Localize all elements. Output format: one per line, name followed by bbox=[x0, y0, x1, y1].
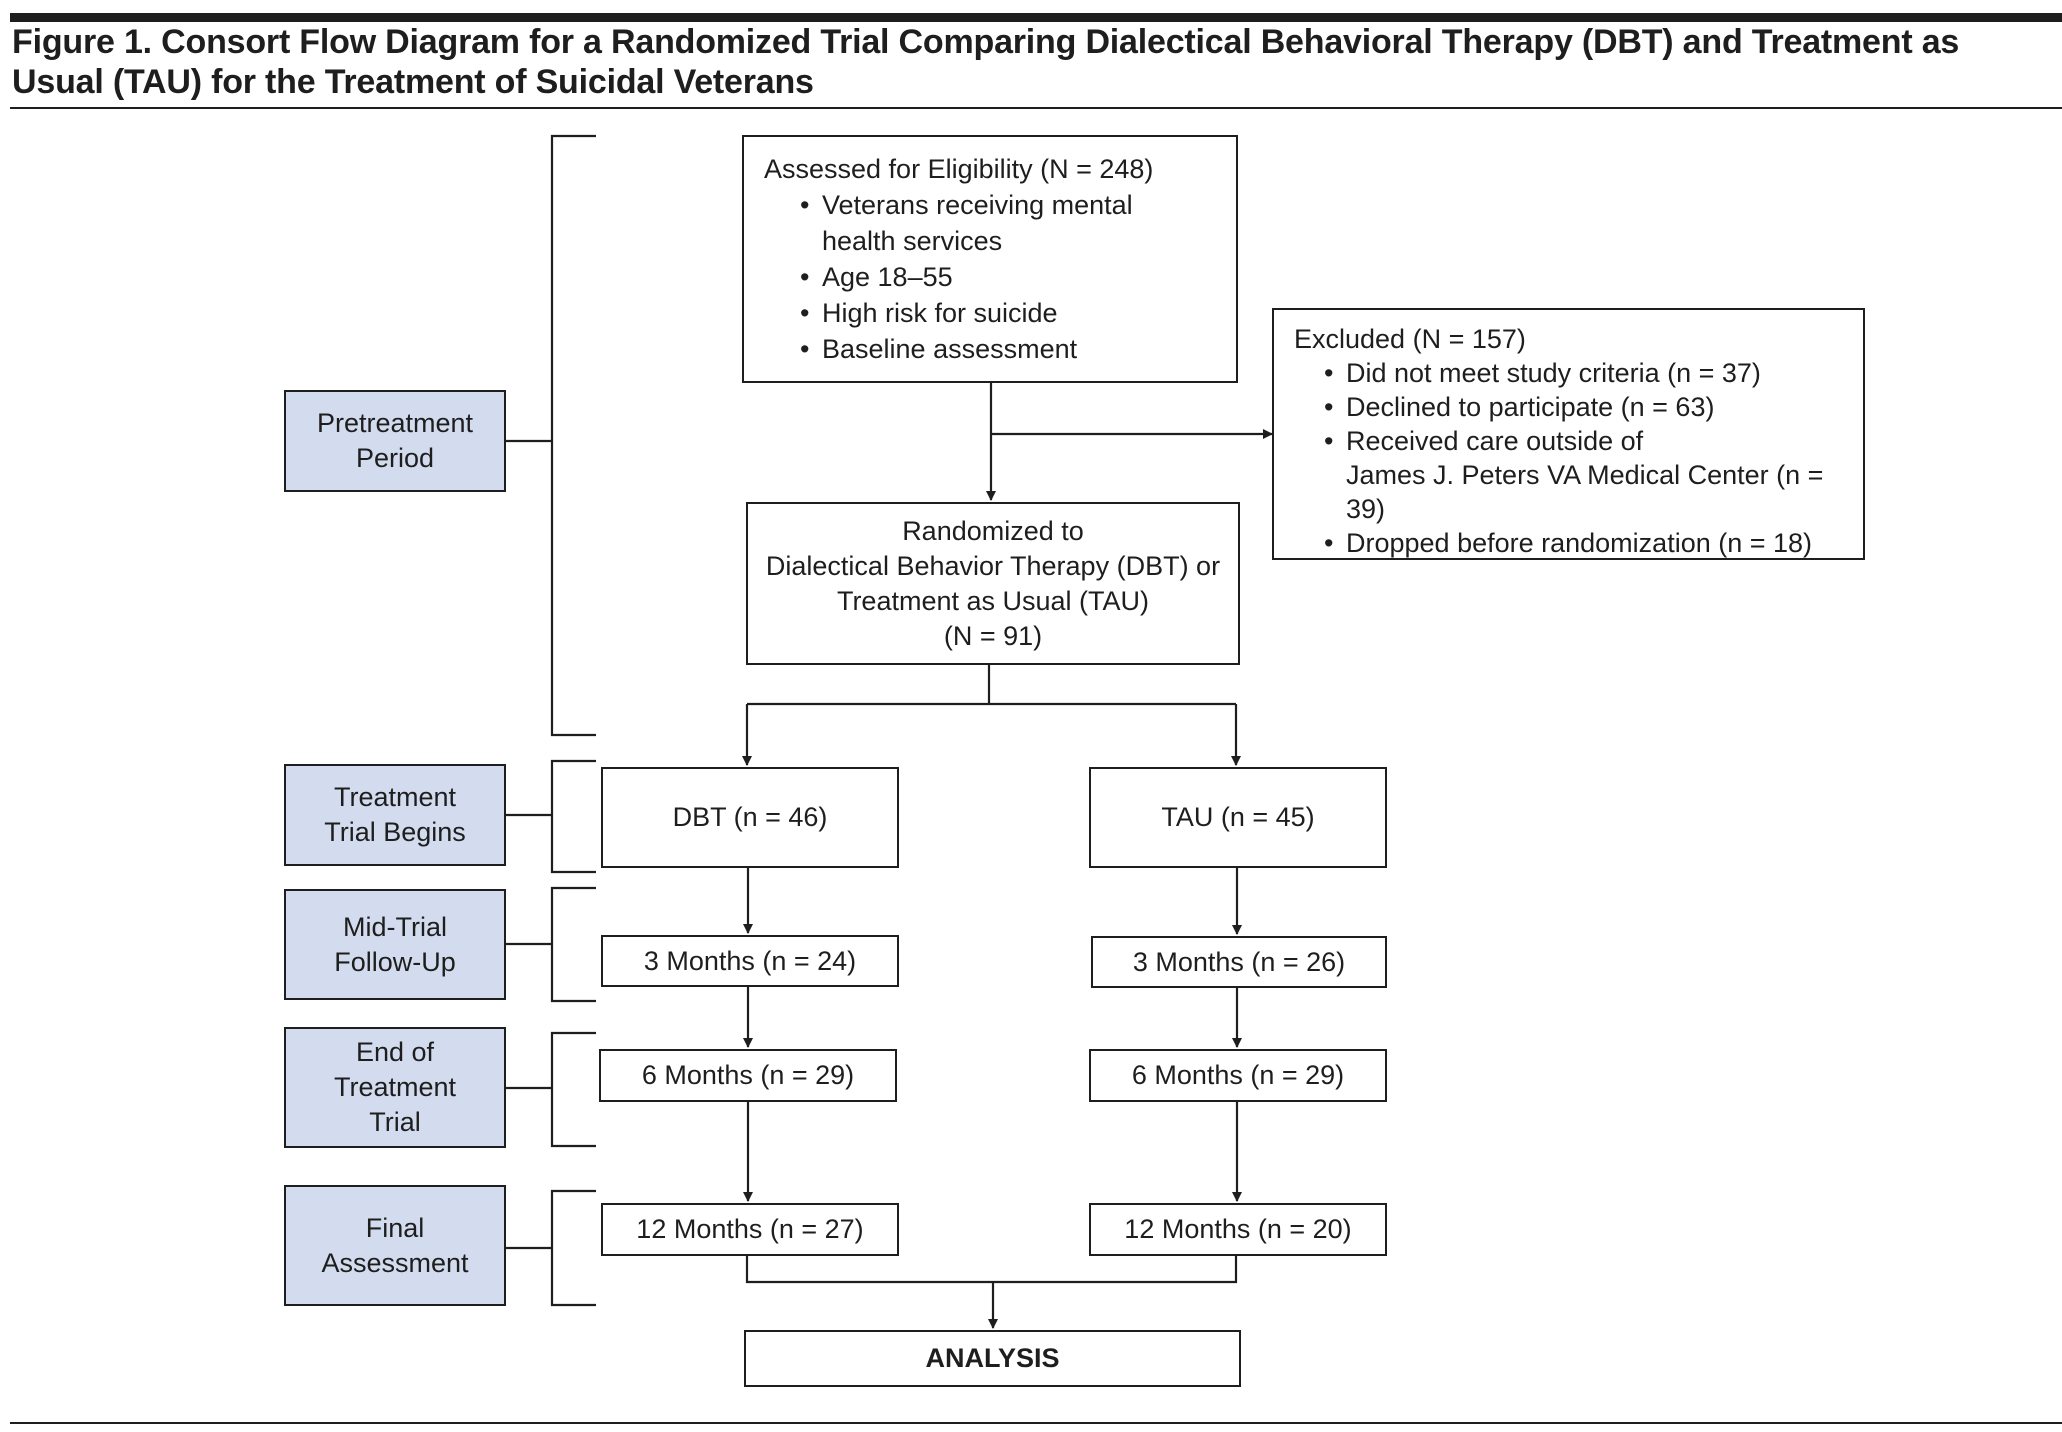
excluded-item-line: Received care outside of bbox=[1346, 426, 1644, 456]
eligibility-item-line: Veterans receiving mental bbox=[822, 190, 1133, 220]
stage-final-line: Final bbox=[365, 1212, 425, 1243]
excluded-item-line: James J. Peters VA Medical Center (n = 3… bbox=[1346, 460, 1824, 524]
randomized-line: Randomized to bbox=[902, 515, 1084, 546]
stage-trial-begins-line: Trial Begins bbox=[324, 817, 466, 847]
line-merge bbox=[745, 1256, 1238, 1284]
dbt-3-month-box: 3 Months (n = 24) bbox=[601, 935, 899, 987]
tau-6-month-box: 6 Months (n = 29) bbox=[1089, 1049, 1387, 1102]
excluded-item-line: Dropped before randomization (n = 18) bbox=[1346, 528, 1813, 558]
stage-mid-trial: Mid-Trial Follow-Up bbox=[284, 889, 506, 1000]
stage-trial-begins: Treatment Trial Begins bbox=[284, 764, 506, 866]
bracket-pretreatment bbox=[550, 134, 596, 737]
eligibility-heading: Assessed for Eligibility (N = 248) bbox=[764, 154, 1154, 184]
eligibility-item: High risk for suicide bbox=[800, 295, 1236, 331]
eligibility-item-line: Age 18–55 bbox=[822, 262, 953, 292]
bracket-final bbox=[550, 1189, 596, 1307]
title-rule bbox=[10, 107, 2062, 109]
tau-3-month-box: 3 Months (n = 26) bbox=[1091, 936, 1387, 988]
dbt-start-box: DBT (n = 46) bbox=[601, 767, 899, 868]
stage-mid-trial-line: Follow-Up bbox=[334, 946, 456, 977]
randomized-box: Randomized to Dialectical Behavior Thera… bbox=[746, 502, 1240, 665]
randomized-line: Treatment as Usual (TAU) bbox=[836, 585, 1150, 616]
tau-12-month-box: 12 Months (n = 20) bbox=[1089, 1203, 1387, 1256]
eligibility-item: Baseline assessment bbox=[800, 331, 1236, 367]
stage-pretreatment: Pretreatment Period bbox=[284, 390, 506, 492]
stage-end-trial: End of Treatment Trial bbox=[284, 1027, 506, 1148]
eligibility-criteria-list: Veterans receiving mental health service… bbox=[764, 187, 1236, 367]
dbt-6-month-box: 6 Months (n = 29) bbox=[599, 1049, 897, 1102]
excluded-box: Excluded (N = 157) Did not meet study cr… bbox=[1272, 308, 1865, 560]
eligibility-item-line: Baseline assessment bbox=[822, 334, 1078, 364]
excluded-heading: Excluded (N = 157) bbox=[1294, 324, 1526, 354]
bracket-trial-begins bbox=[550, 759, 596, 874]
eligibility-item-line: health services bbox=[822, 226, 1003, 256]
stage-trial-begins-line: Treatment bbox=[333, 782, 457, 812]
excluded-item-line: Declined to participate (n = 63) bbox=[1346, 392, 1715, 422]
excluded-item: Did not meet study criteria (n = 37) bbox=[1324, 356, 1863, 390]
eligibility-item-line: High risk for suicide bbox=[822, 298, 1058, 328]
bracket-end-trial bbox=[550, 1031, 596, 1148]
stage-pretreatment-line: Period bbox=[355, 443, 435, 473]
eligibility-box: Assessed for Eligibility (N = 248) Veter… bbox=[742, 135, 1238, 383]
stage-end-trial-line: End of bbox=[355, 1037, 435, 1067]
randomized-line: Dialectical Behavior Therapy (DBT) or bbox=[765, 550, 1221, 581]
bracket-mid-trial bbox=[550, 886, 596, 1003]
analysis-box: ANALYSIS bbox=[744, 1330, 1241, 1387]
figure-title: Figure 1. Consort Flow Diagram for a Ran… bbox=[12, 23, 1960, 101]
eligibility-item: Age 18–55 bbox=[800, 259, 1236, 295]
stage-end-trial-line: Treatment bbox=[333, 1072, 457, 1102]
excluded-item: Dropped before randomization (n = 18) bbox=[1324, 526, 1863, 560]
stage-mid-trial-line: Mid-Trial bbox=[343, 911, 447, 942]
bottom-rule bbox=[10, 1422, 2062, 1424]
excluded-item-line: Did not meet study criteria (n = 37) bbox=[1346, 358, 1761, 388]
stage-final: Final Assessment bbox=[284, 1185, 506, 1306]
excluded-item: Declined to participate (n = 63) bbox=[1324, 390, 1863, 424]
stage-end-trial-line: Trial bbox=[369, 1107, 421, 1137]
top-rule bbox=[10, 13, 2062, 22]
excluded-reasons-list: Did not meet study criteria (n = 37) Dec… bbox=[1294, 356, 1863, 560]
stage-final-line: Assessment bbox=[321, 1247, 469, 1278]
tau-start-box: TAU (n = 45) bbox=[1089, 767, 1387, 868]
randomized-line: (N = 91) bbox=[943, 620, 1043, 651]
eligibility-item: Veterans receiving mental health service… bbox=[800, 187, 1236, 259]
stage-pretreatment-line: Pretreatment bbox=[316, 408, 474, 438]
excluded-item: Received care outside of James J. Peters… bbox=[1324, 424, 1863, 526]
dbt-12-month-box: 12 Months (n = 27) bbox=[601, 1203, 899, 1256]
